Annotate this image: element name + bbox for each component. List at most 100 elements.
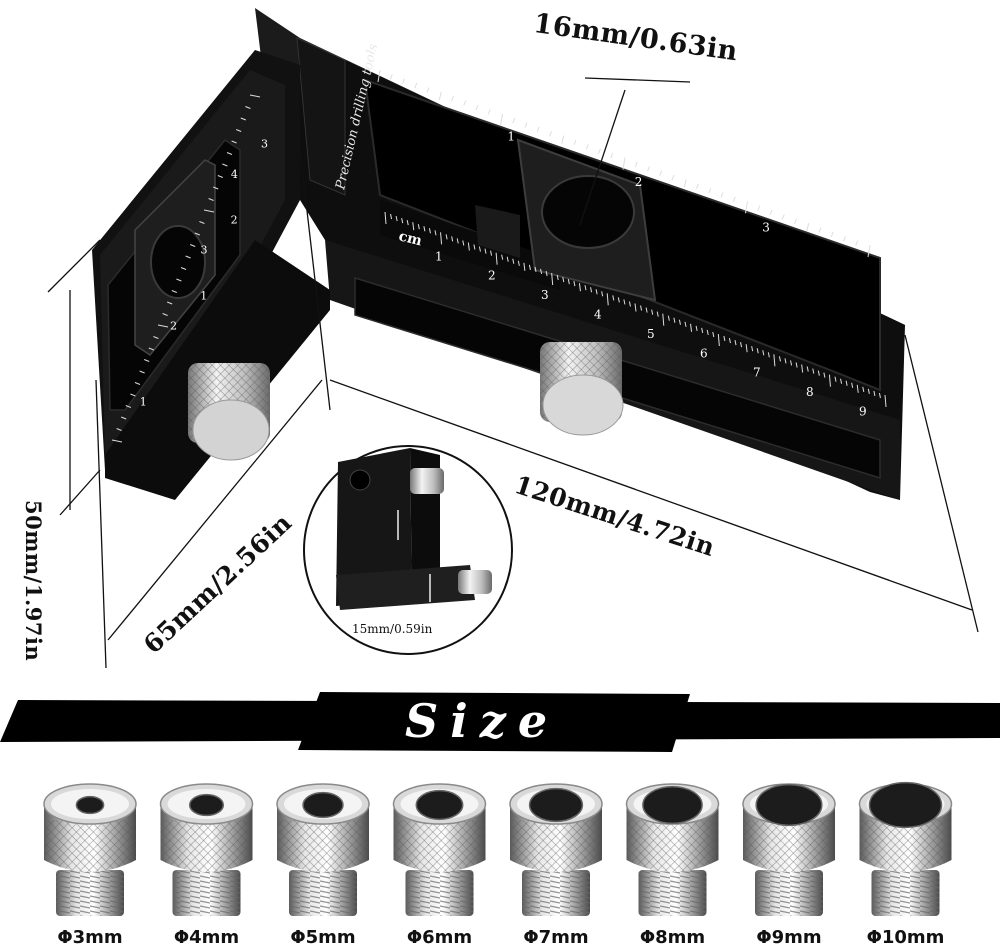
bushing-bore (868, 781, 943, 829)
inch-tick-label: 2 (635, 175, 643, 189)
side-tick (121, 416, 127, 420)
cm-tick (662, 313, 665, 326)
cm-tick (806, 366, 809, 372)
cm-tick (778, 356, 781, 362)
inch-tick (769, 209, 773, 216)
cm-tick (545, 270, 548, 277)
cm-tick (667, 315, 670, 321)
inch-tick (610, 152, 614, 159)
side-tick (125, 405, 131, 408)
dimension-lines (47, 77, 979, 669)
inch-tick (696, 183, 699, 189)
cm-tick (506, 256, 509, 262)
cm-tick (473, 244, 476, 250)
side-tick (231, 140, 237, 144)
inch-tick (806, 223, 810, 232)
cm-tick (623, 299, 626, 305)
cm-tick (501, 254, 504, 260)
side-tick (190, 244, 196, 247)
side-tick (199, 221, 205, 224)
cm-tick-label: 8 (806, 385, 814, 399)
cm-tick (590, 287, 593, 293)
cm-tick (701, 327, 704, 333)
cm-tick (428, 228, 431, 234)
cm-tick-label: 9 (859, 404, 867, 418)
inch-tick (536, 126, 540, 133)
cm-tick (556, 274, 559, 281)
cm-tick (401, 218, 404, 224)
cm-tick-label: 5 (647, 327, 655, 341)
cm-tick (434, 230, 437, 236)
drill-bushing (276, 783, 370, 916)
cm-tick (451, 236, 454, 242)
cm-scale-label: cm (397, 228, 424, 249)
cm-tick (740, 342, 743, 348)
side-tick (148, 347, 154, 351)
inch-tick (855, 240, 859, 246)
side-inch-tick-label: 1 (200, 289, 207, 302)
cm-tick (706, 329, 709, 336)
cm-tick (534, 266, 537, 272)
inch-tick (745, 201, 748, 214)
side-tick (236, 129, 242, 132)
bushing-size-label: Φ10mm (866, 927, 945, 948)
side-tick (203, 209, 215, 213)
inch-tick (414, 82, 418, 89)
bushing-size-label: Φ6mm (406, 927, 473, 948)
size-title: Size (405, 694, 560, 748)
side-tick (217, 175, 223, 178)
inch-tick (463, 100, 467, 106)
inch-tick (389, 74, 393, 80)
cm-tick (528, 264, 531, 270)
cm-tick (562, 276, 565, 283)
cm-tick (728, 337, 731, 344)
inch-tick (867, 244, 871, 258)
side-tick (240, 117, 246, 121)
inch-tick (598, 148, 601, 154)
bushing-bore (302, 791, 344, 819)
inch-tick (830, 231, 834, 238)
inch-tick (781, 214, 785, 220)
side-cm-tick-label: 1 (140, 396, 147, 409)
inch-scale: 123 (377, 69, 871, 258)
inch-tick (438, 91, 442, 100)
cm-tick (478, 246, 481, 252)
cm-tick (456, 238, 459, 244)
cm-tick (417, 224, 420, 230)
drill-bushing (159, 783, 254, 916)
cm-tick (595, 289, 598, 295)
side-tick (162, 313, 168, 316)
cm-tick (440, 232, 443, 245)
inch-tick (451, 96, 454, 102)
inch-tick (757, 205, 761, 211)
cm-tick-label: 3 (541, 288, 549, 302)
inch-tick (843, 236, 846, 242)
cm-tick (673, 317, 676, 323)
inch-tick (475, 104, 479, 111)
side-tick (194, 232, 200, 236)
side-inch-tick-label: 3 (261, 137, 268, 150)
inch-tick (487, 109, 491, 115)
cm-tick (390, 213, 393, 220)
bushing-bore (528, 787, 584, 823)
side-tick (208, 198, 214, 201)
inch-tick (818, 227, 822, 233)
cm-tick (723, 335, 726, 342)
inch-tick (647, 166, 650, 172)
cm-tick (423, 226, 426, 232)
cm-tick (801, 364, 804, 373)
cm-tick (734, 340, 737, 346)
bushing-bore (75, 795, 105, 815)
drill-bushing (43, 783, 137, 916)
side-tick (176, 278, 182, 282)
cm-tick (484, 248, 487, 254)
cm-tick (767, 352, 770, 358)
inch-tick (500, 113, 503, 126)
cm-tick (717, 333, 720, 347)
cm-tick (634, 303, 637, 312)
cm-tick (617, 297, 620, 303)
cm-tick (490, 250, 493, 256)
cm-tick (523, 262, 526, 271)
